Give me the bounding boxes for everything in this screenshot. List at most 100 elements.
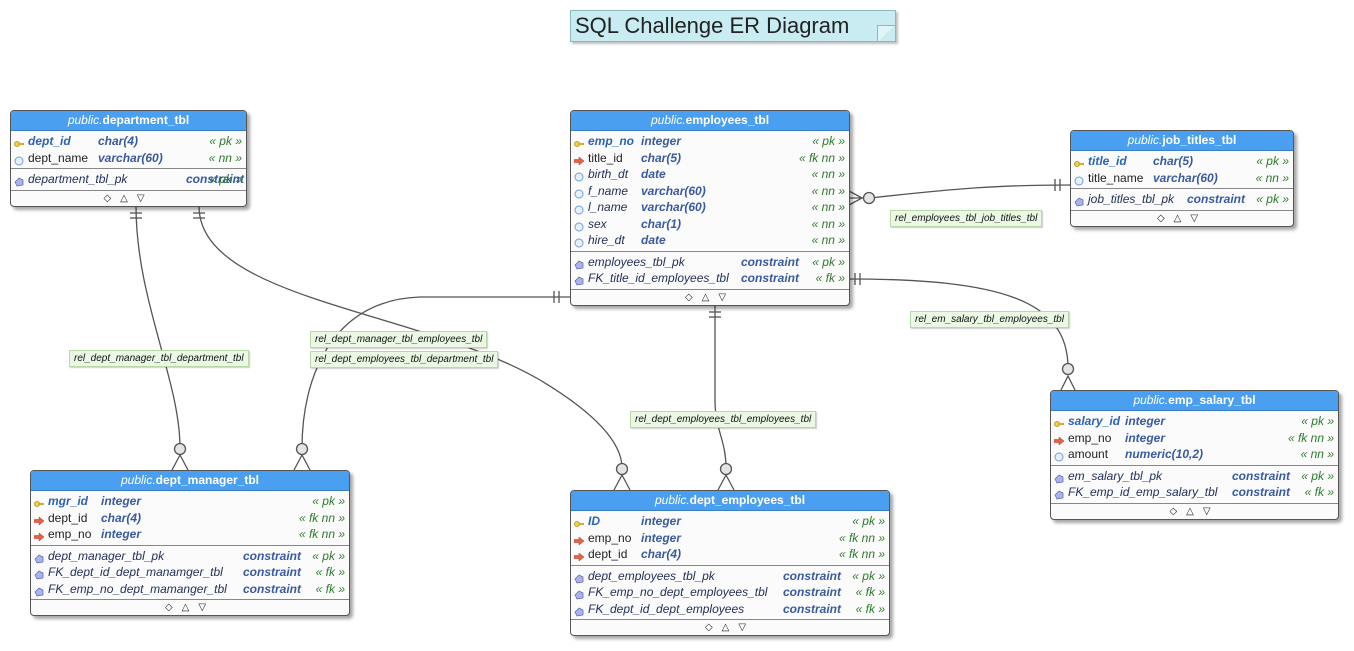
constraint-tag: « fk »: [855, 601, 885, 616]
constraint-name: dept_employees_tbl_pk: [588, 568, 715, 583]
constraint-type: constraint: [243, 581, 302, 596]
column-icon: [574, 236, 584, 248]
column-tag: « fk nn »: [1287, 430, 1334, 445]
column-tag: « nn »: [1255, 170, 1289, 185]
table-footer-toggles[interactable]: ◇△▽: [103, 192, 154, 204]
column-name: emp_no: [588, 530, 632, 545]
column-name: birth_dt: [588, 167, 629, 181]
constraint-tag: « pk »: [1301, 468, 1334, 483]
table-footer-toggles[interactable]: ◇△▽: [1156, 212, 1208, 224]
column-type: integer: [1125, 430, 1166, 445]
column-name: title_id: [588, 150, 623, 165]
column-tag: « pk »: [312, 494, 345, 508]
table-footer-toggles[interactable]: ◇△▽: [164, 602, 216, 613]
key-icon: [1074, 157, 1085, 167]
column-type: char(5): [1153, 154, 1194, 168]
table-header[interactable]: public.department_tbl: [11, 111, 246, 131]
column-type: integer: [641, 530, 682, 545]
rel-label-manager-employees[interactable]: rel_dept_manager_tbl_employees_tbl: [310, 331, 488, 348]
column-type: integer: [101, 494, 142, 508]
rel-label-deptemp-employees[interactable]: rel_dept_employees_tbl_employees_tbl: [630, 411, 817, 428]
rel-label-salary-employees[interactable]: rel_em_salary_tbl_employees_tbl: [910, 311, 1069, 328]
table-footer-toggles[interactable]: ◇△▽: [1169, 505, 1220, 517]
table-name: employees_tbl: [685, 113, 770, 127]
column-name: emp_no: [588, 134, 635, 148]
constraint-tag: « fk »: [315, 581, 345, 596]
column-name: title_name: [1088, 170, 1144, 185]
key-icon: [14, 137, 25, 147]
rel-label-manager-department[interactable]: rel_dept_manager_tbl_department_tbl: [69, 350, 249, 367]
column-name: emp_no: [48, 527, 92, 541]
column-tag: « fk nn »: [298, 527, 345, 541]
table-header[interactable]: public.job_titles_tbl: [1071, 131, 1293, 151]
constraint-name: FK_emp_no_dept_employees_tbl: [588, 585, 768, 599]
rel-label-deptemp-department[interactable]: rel_dept_employees_tbl_department_tbl: [310, 351, 499, 368]
connector-employees-salary: [848, 278, 1069, 369]
connector-employees-manager: [301, 296, 570, 449]
constraint-type: constraint: [783, 601, 842, 616]
column-tag: « nn »: [208, 150, 242, 165]
table-header[interactable]: public.employees_tbl: [571, 111, 849, 131]
table-footer-toggles[interactable]: ◇△▽: [684, 291, 736, 303]
table-header[interactable]: public.emp_salary_tbl: [1051, 391, 1338, 411]
constraint-name: em_salary_tbl_pk: [1068, 468, 1163, 483]
constraint-icon: [574, 588, 584, 600]
table-header[interactable]: public.dept_manager_tbl: [31, 471, 349, 491]
column-type: varchar(60): [98, 150, 163, 165]
column-name: title_id: [1088, 154, 1127, 168]
column-row[interactable]: title_name varchar(60) « nn »: [1071, 170, 1293, 187]
column-type: char(4): [98, 134, 139, 148]
column-type: varchar(60): [1153, 170, 1218, 185]
table-header[interactable]: public.dept_employees_tbl: [571, 491, 889, 511]
rel-label-employees-job-titles[interactable]: rel_employees_tbl_job_titles_tbl: [890, 210, 1043, 227]
constraint-icon: [1054, 488, 1064, 500]
connector-employees-job-titles: [849, 184, 1071, 199]
column-name: dept_id: [48, 510, 88, 525]
table-footer-toggles[interactable]: ◇△▽: [704, 622, 756, 633]
foreign-key-icon: [33, 530, 45, 542]
